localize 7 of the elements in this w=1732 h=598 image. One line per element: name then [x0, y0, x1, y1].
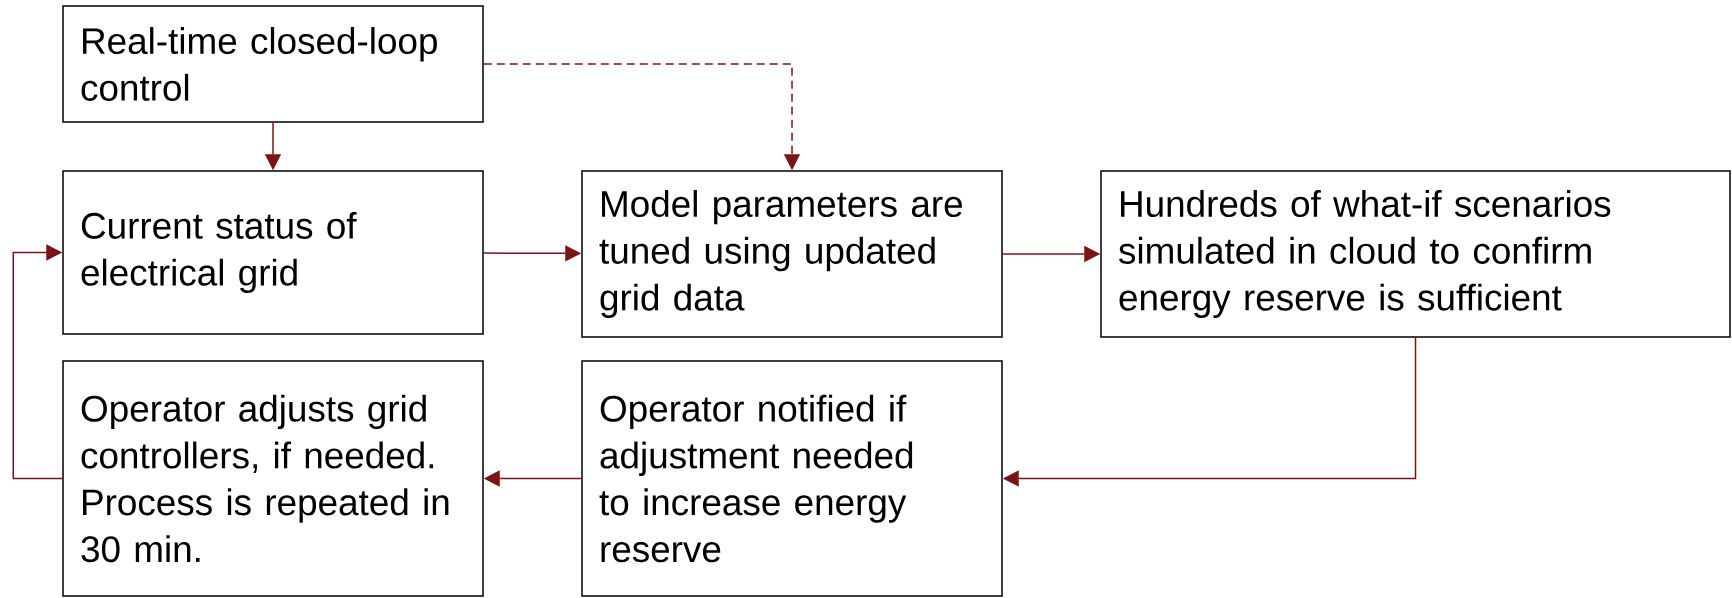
process-box: Hundreds of what-if scenarios simulated in cloud to confirm energy reserve is sufficient — [1100, 170, 1731, 338]
process-box: Model parameters are tuned using updated grid data — [581, 170, 1003, 338]
process-box: Operator adjusts grid controllers, if needed. Process is repeated in 30 min. — [62, 360, 484, 597]
process-box: Operator notified if adjustment needed to increase energy reserve — [581, 360, 1003, 597]
process-box: Real-time closed-loop control — [62, 5, 484, 123]
process-box: Current status of electrical grid — [62, 170, 484, 335]
arrow — [12, 244, 63, 480]
